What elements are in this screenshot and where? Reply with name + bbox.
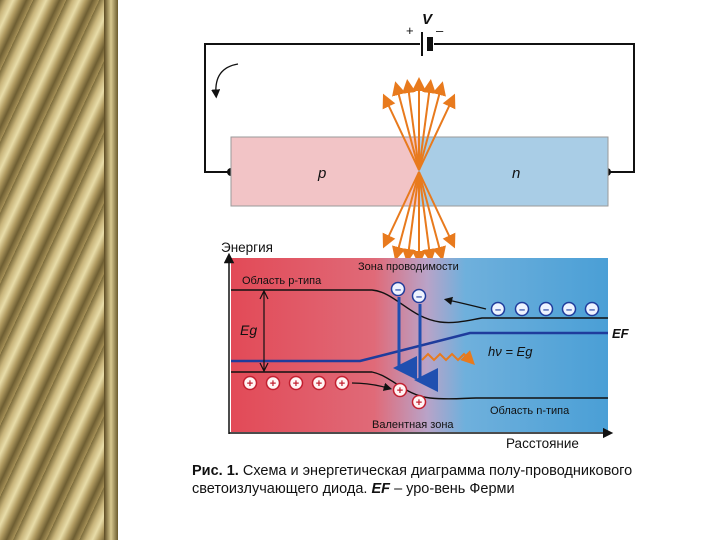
holes: + + + + + + + <box>242 375 427 410</box>
band-diagram: Энергия Расстояние Зона проводимости Обл… <box>221 240 630 451</box>
current-direction-arrow <box>211 63 239 99</box>
decorative-left-border <box>0 0 118 540</box>
light-ray <box>401 171 420 263</box>
conduction-band-label: Зона проводимости <box>358 261 459 273</box>
svg-text:+: + <box>416 397 422 409</box>
circuit: V + – <box>204 11 635 176</box>
light-ray <box>418 79 437 171</box>
light-ray <box>418 93 456 171</box>
circuit-wire <box>204 43 420 173</box>
fermi-level-label: EF <box>612 326 630 341</box>
svg-text:+: + <box>270 378 276 390</box>
light-ray <box>401 79 420 171</box>
svg-text:–: – <box>519 304 525 316</box>
svg-text:+: + <box>397 385 403 397</box>
electron: – <box>411 288 427 304</box>
circuit-wire <box>434 43 635 173</box>
pn-junction-bar: p n <box>230 136 609 207</box>
electron: – <box>490 301 506 317</box>
light-ray <box>392 81 420 171</box>
svg-text:–: – <box>416 291 422 303</box>
caption-text: Схема и энергетическая диаграмма полу-пр… <box>192 463 633 497</box>
electron: – <box>390 281 406 297</box>
light-ray <box>418 81 446 171</box>
valence-band-edge <box>231 371 608 400</box>
n-region <box>418 136 609 207</box>
svg-text:–: – <box>566 304 572 316</box>
battery-plate-short <box>427 37 433 51</box>
hole: + <box>288 375 304 391</box>
plus-sign: + <box>406 23 414 38</box>
energy-axis-label: Энергия <box>221 240 273 255</box>
hole-injection-arrow <box>351 382 393 391</box>
light-ray <box>382 93 420 171</box>
svg-text:–: – <box>589 304 595 316</box>
fermi-level-line <box>231 331 608 363</box>
figure-number: Рис. 1. <box>192 463 239 479</box>
electrons: – – – – – – – <box>390 281 600 317</box>
svg-text:–: – <box>543 304 549 316</box>
light-ray <box>418 171 446 261</box>
caption-text-end: – уро-вень Ферми <box>394 481 515 497</box>
hole: + <box>265 375 281 391</box>
hole: + <box>334 375 350 391</box>
caption-symbol: EF <box>371 481 391 497</box>
electron: – <box>514 301 530 317</box>
svg-text:+: + <box>339 378 345 390</box>
light-ray <box>382 171 420 249</box>
hole: + <box>311 375 327 391</box>
band-gap-label: Eg <box>240 322 257 338</box>
minus-sign: – <box>436 23 444 38</box>
band-gap-arrowhead-top <box>259 289 269 300</box>
conduction-band-edge <box>231 289 608 324</box>
photon-energy-label: hν = Eg <box>488 344 533 359</box>
light-ray <box>418 171 456 249</box>
light-ray <box>418 171 437 263</box>
p-label: p <box>317 165 326 182</box>
electron: – <box>538 301 554 317</box>
svg-text:+: + <box>293 378 299 390</box>
n-region-label: Область n-типа <box>490 405 570 417</box>
figure-caption: Рис. 1. Схема и энергетическая диаграмма… <box>192 462 662 498</box>
photon-wave <box>421 350 475 365</box>
distance-axis-label: Расстояние <box>506 436 579 451</box>
electron: – <box>584 301 600 317</box>
electron: – <box>561 301 577 317</box>
light-ray <box>392 171 420 261</box>
hole: + <box>242 375 258 391</box>
hole: + <box>392 382 408 398</box>
n-label: n <box>512 165 520 182</box>
emitted-light-rays <box>382 77 456 265</box>
svg-text:+: + <box>316 378 322 390</box>
voltage-label: V <box>422 11 434 28</box>
svg-text:–: – <box>395 284 401 296</box>
band-gap-arrowhead-bottom <box>259 362 269 373</box>
valence-band-label: Валентная зона <box>372 419 454 431</box>
p-region-label: Область p-типа <box>242 275 322 287</box>
p-region <box>230 136 420 207</box>
hole: + <box>411 394 427 410</box>
svg-text:+: + <box>247 378 253 390</box>
svg-text:–: – <box>495 304 501 316</box>
electron-injection-arrow <box>443 296 487 310</box>
